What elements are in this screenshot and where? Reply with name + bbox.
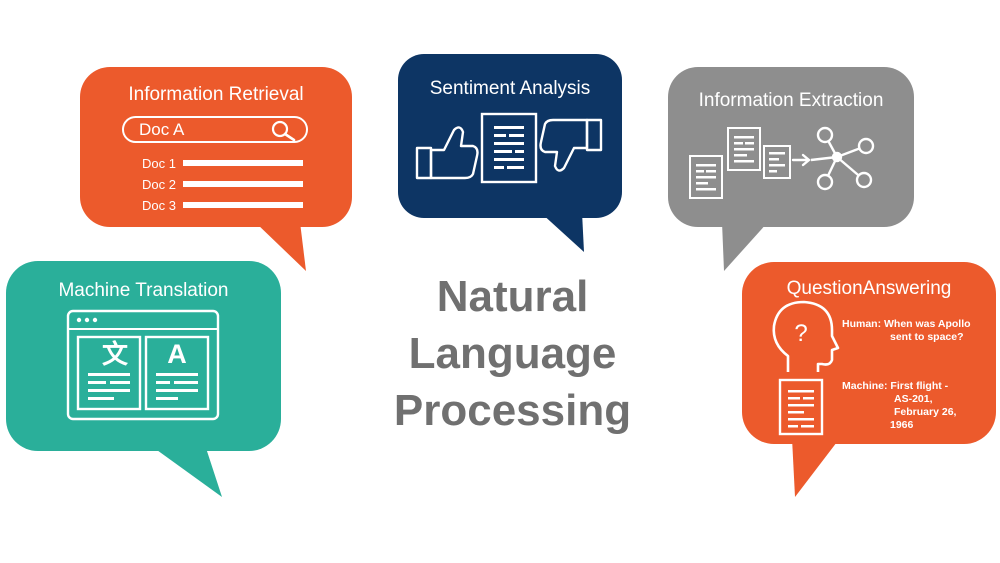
document-icon xyxy=(480,112,538,184)
human-head-icon xyxy=(772,300,840,372)
search-icon xyxy=(271,120,296,141)
result-label-1: Doc 1 xyxy=(142,156,176,171)
machine-translation-title: Machine Translation xyxy=(58,280,229,301)
browser-window-icon xyxy=(66,309,220,421)
machine-answer: Machine: First flight - AS-201, February… xyxy=(842,380,992,432)
thumbs-up-icon xyxy=(415,126,479,180)
human-question: Human: When was Apollo sent to space? xyxy=(842,318,992,344)
extraction-icons xyxy=(689,126,875,199)
bubble-machine-translation xyxy=(6,261,281,497)
search-box[interactable]: Doc A xyxy=(122,116,308,143)
question-mark: ? xyxy=(794,320,808,347)
title-line-language: Language xyxy=(408,329,617,378)
machine-answer-line-4: 1966 xyxy=(890,419,914,431)
search-query: Doc A xyxy=(139,120,185,139)
information-extraction-title: Information Extraction xyxy=(698,90,884,111)
machine-answer-line-1: Machine: First flight - xyxy=(842,380,949,392)
result-label-3: Doc 3 xyxy=(142,198,176,213)
center-title: Natural Language Processing xyxy=(380,268,645,439)
information-retrieval-title: Information Retrieval xyxy=(128,84,304,105)
bubble-information-retrieval xyxy=(80,67,352,271)
document-icon xyxy=(778,378,824,436)
sentiment-analysis-title: Sentiment Analysis xyxy=(429,78,591,99)
machine-answer-line-3: February 26, xyxy=(894,406,957,418)
qa-icons xyxy=(772,300,840,436)
target-language-glyph: A xyxy=(167,339,187,369)
network-graph-icon xyxy=(810,126,875,191)
question-answering-title: QuestionAnswering xyxy=(786,278,952,299)
result-label-2: Doc 2 xyxy=(142,177,176,192)
result-bar-3 xyxy=(183,202,303,208)
machine-answer-line-2: AS-201, xyxy=(894,393,933,405)
human-question-line-2: sent to space? xyxy=(890,331,964,343)
result-bar-2 xyxy=(183,181,303,187)
thumbs-down-icon xyxy=(539,118,603,172)
document-icon xyxy=(689,127,791,199)
human-question-line-1: Human: When was Apollo xyxy=(842,318,971,330)
title-line-natural: Natural xyxy=(436,272,589,321)
arrow-right-icon xyxy=(791,153,811,167)
sentiment-icons xyxy=(415,112,603,184)
title-line-processing: Processing xyxy=(393,386,632,435)
document-lines xyxy=(696,136,785,191)
result-bar-1 xyxy=(183,160,303,166)
source-language-glyph: 文 xyxy=(101,340,128,370)
